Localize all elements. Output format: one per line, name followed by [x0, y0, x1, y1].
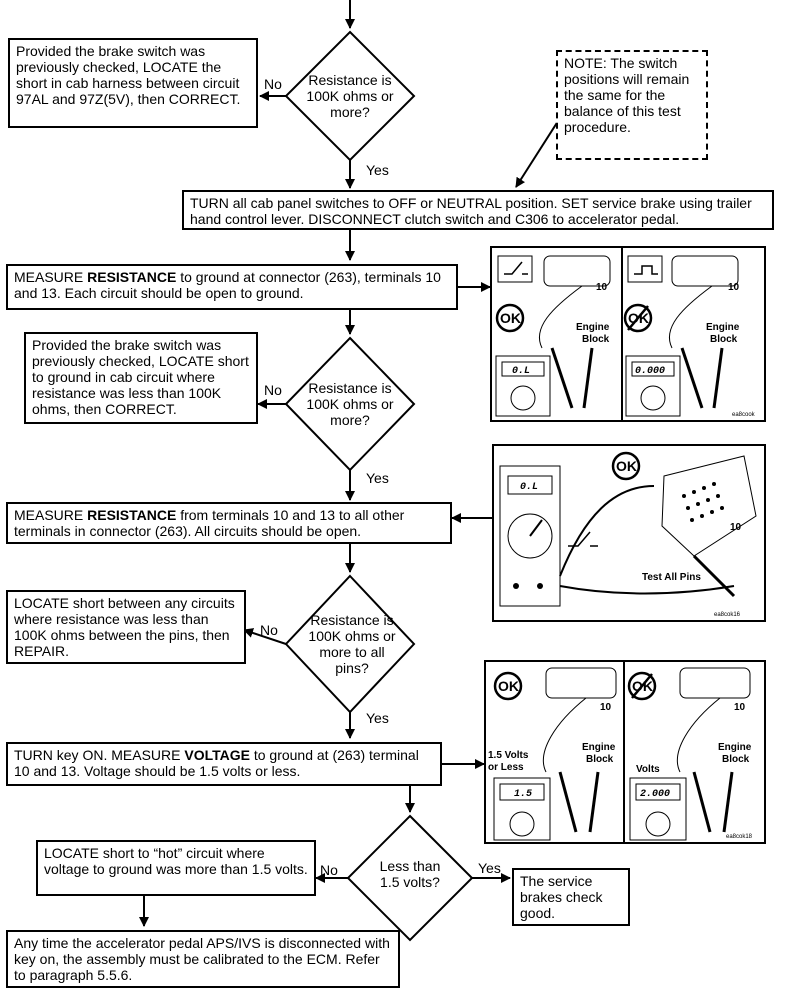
no-label-4: No: [320, 862, 338, 878]
decision-1-text: Resistance is 100K ohms or more?: [306, 72, 394, 120]
fig3-engine-right: Engine: [718, 742, 752, 753]
fig1-lcd-left: 0.L: [512, 366, 530, 377]
fig2-code: ea8cok16: [714, 612, 741, 618]
measure2-pre: MEASURE: [14, 507, 88, 523]
measure2-bold: RESISTANCE: [87, 507, 177, 523]
measure1-pre: MEASURE: [14, 269, 88, 285]
fig3-ok-badge: OK: [498, 678, 519, 694]
box-locate-short-ground: Provided the brake switch was previously…: [24, 332, 258, 424]
box-final-calibration: Any time the accelerator pedal APS/IVS i…: [6, 930, 400, 988]
fig3-volts-left-1: 1.5 Volts: [488, 750, 529, 761]
box-turn-switches: TURN all cab panel switches to OFF or NE…: [182, 190, 774, 230]
fig1-code: ea8cook: [732, 412, 756, 418]
fig3-code: ea8cok18: [726, 834, 753, 840]
fig3-block-left: Block: [586, 754, 614, 765]
note-box: NOTE: The switch positions will remain t…: [556, 50, 708, 160]
figure-resistance-all-pins: 0.L OK 10 Test All Pins ea8cok16: [492, 444, 766, 622]
fig2-test-all-pins: Test All Pins: [642, 572, 701, 583]
fig2-pin: 10: [730, 522, 742, 533]
yes-label-2: Yes: [366, 470, 389, 486]
fig3-engine-left: Engine: [582, 742, 616, 753]
box-locate-short-hot: LOCATE short to “hot” circuit where volt…: [36, 840, 316, 896]
decision-4-text: Less than 1.5 volts?: [379, 858, 441, 890]
fig1-block-right: Block: [710, 334, 738, 345]
fig1-engine-left: Engine: [576, 322, 610, 333]
measure2-post: from terminals 10 and 13 to all other te…: [14, 507, 405, 539]
box-locate-short-between-circuits: LOCATE short between any circuits where …: [6, 590, 246, 664]
box-measure-resistance-terminals: MEASURE RESISTANCE from terminals 10 and…: [6, 502, 452, 544]
fig3-volts-left-2: or Less: [488, 762, 524, 773]
no-label-3: No: [260, 622, 278, 638]
yes-label-4: Yes: [478, 860, 501, 876]
fig1-pin-right: 10: [728, 282, 740, 293]
measure1-post: to ground at connector (263), terminals …: [14, 269, 441, 301]
fig1-ok-badge: OK: [500, 310, 521, 326]
box-turn-key-measure-voltage: TURN key ON. MEASURE VOLTAGE to ground a…: [6, 742, 442, 786]
fig2-ok-badge: OK: [616, 458, 637, 474]
fig2-lcd: 0.L: [520, 482, 538, 493]
figure-voltage-ground: OK OK 10 10 Engine Block Engine Block 1.…: [484, 660, 766, 844]
decision-3-text: Resistance is 100K ohms or more to all p…: [308, 612, 396, 676]
fig3-lcd-right: 2.000: [640, 789, 670, 800]
fig3-volts-right: Volts: [636, 764, 660, 775]
figure-resistance-ground: 10 10 OK OK Engine Block Engine Block 0.…: [490, 246, 766, 422]
box-service-brakes-good: The service brakes check good.: [512, 868, 630, 926]
fig1-lcd-right: 0.000: [635, 366, 665, 377]
fig3-pin-right: 10: [734, 702, 746, 713]
turn-key-pre: TURN key ON. MEASURE: [14, 747, 185, 763]
box-locate-short-cab-harness: Provided the brake switch was previously…: [8, 38, 258, 128]
turn-key-post: to ground at (263) terminal 10 and 13. V…: [14, 747, 419, 779]
no-label-2: No: [264, 382, 282, 398]
fig1-pin-left: 10: [596, 282, 608, 293]
decision-2-text: Resistance is 100K ohms or more?: [306, 380, 394, 428]
turn-switches-text: TURN all cab panel switches to OFF or NE…: [190, 195, 752, 227]
box-measure-resistance-ground: MEASURE RESISTANCE to ground at connecto…: [6, 264, 458, 310]
turn-key-bold: VOLTAGE: [184, 747, 250, 763]
fig3-block-right: Block: [722, 754, 750, 765]
fig1-engine-right: Engine: [706, 322, 740, 333]
fig3-pin-left: 10: [600, 702, 612, 713]
measure1-bold: RESISTANCE: [87, 269, 177, 285]
fig1-block-left: Block: [582, 334, 610, 345]
no-label-1: No: [264, 76, 282, 92]
yes-label-3: Yes: [366, 710, 389, 726]
fig3-lcd-left: 1.5: [514, 789, 532, 800]
yes-label-1: Yes: [366, 162, 389, 178]
